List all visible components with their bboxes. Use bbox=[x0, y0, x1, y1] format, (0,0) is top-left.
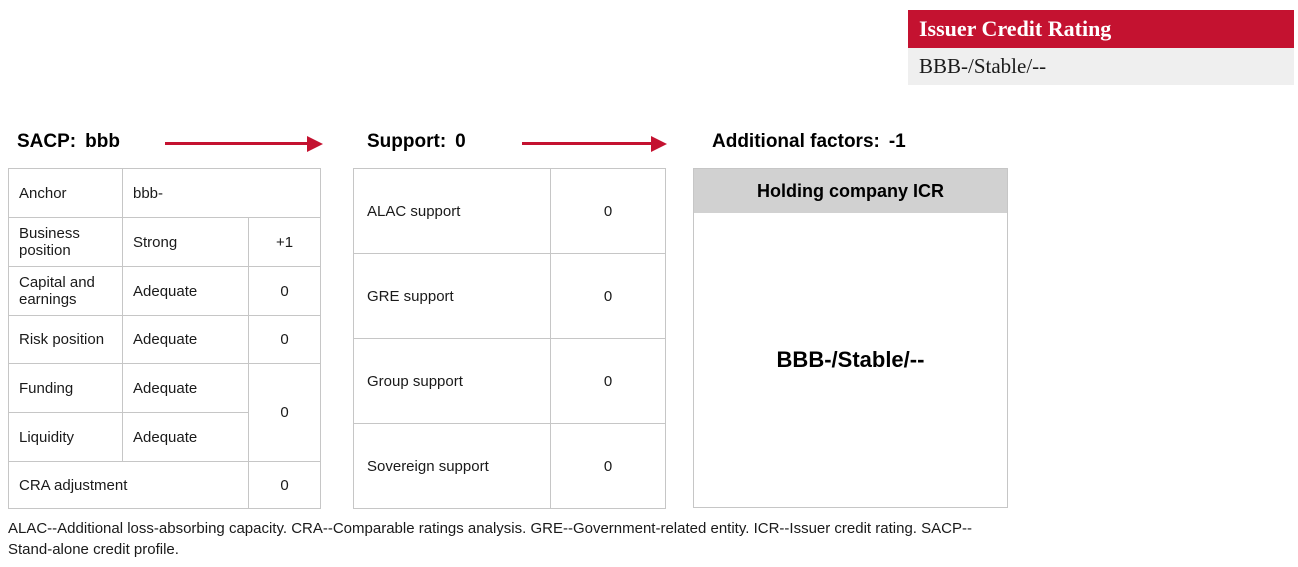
funding-label: Funding bbox=[8, 363, 123, 413]
support-value: 0 bbox=[455, 131, 466, 152]
support-label: Support: bbox=[367, 131, 447, 152]
anchor-label: Anchor bbox=[8, 168, 123, 218]
additional-factors-value: -1 bbox=[888, 131, 906, 152]
liquidity-value: Adequate bbox=[122, 412, 249, 462]
sovereign-support-score: 0 bbox=[550, 423, 666, 509]
footnote: ALAC--Additional loss-absorbing capacity… bbox=[8, 520, 972, 558]
arrow-head bbox=[651, 135, 667, 152]
table-row: Sovereign support 0 bbox=[353, 423, 666, 509]
support-section-header: Support: 0 bbox=[367, 131, 466, 153]
risk-position-score: 0 bbox=[248, 315, 321, 364]
gre-support-label: GRE support bbox=[353, 253, 551, 339]
capital-earnings-score: 0 bbox=[248, 266, 321, 316]
group-support-score: 0 bbox=[550, 338, 666, 424]
table-row: GRE support 0 bbox=[353, 253, 666, 339]
sacp-section-header: SACP: bbb bbox=[17, 131, 120, 153]
table-row: Risk position Adequate 0 bbox=[8, 315, 321, 364]
table-row: Capital and earnings Adequate 0 bbox=[8, 266, 321, 316]
table-row: Liquidity Adequate bbox=[8, 412, 321, 462]
holding-company-icr-box: Holding company ICR BBB-/Stable/-- bbox=[693, 168, 1008, 508]
sacp-value: bbb bbox=[85, 131, 120, 152]
gre-support-score: 0 bbox=[550, 253, 666, 339]
risk-position-label: Risk position bbox=[8, 315, 123, 364]
arrow-shaft bbox=[165, 142, 307, 145]
issuer-credit-rating-title: Issuer Credit Rating bbox=[908, 10, 1294, 48]
business-position-value: Strong bbox=[122, 217, 249, 267]
funding-liquidity-score: 0 bbox=[248, 363, 321, 462]
liquidity-label: Liquidity bbox=[8, 412, 123, 462]
issuer-credit-rating-value: BBB-/Stable/-- bbox=[908, 48, 1294, 85]
table-row: Group support 0 bbox=[353, 338, 666, 424]
sacp-to-support-arrow-icon bbox=[165, 135, 323, 152]
holding-company-icr-header: Holding company ICR bbox=[694, 169, 1007, 213]
sacp-label: SACP: bbox=[17, 131, 77, 152]
table-row: CRA adjustment 0 bbox=[8, 461, 321, 509]
business-position-label: Business position bbox=[8, 217, 123, 267]
table-row: Business position Strong +1 bbox=[8, 217, 321, 267]
holding-company-icr-rating: BBB-/Stable/-- bbox=[776, 347, 925, 372]
cra-adjustment-score: 0 bbox=[248, 461, 321, 509]
issuer-credit-rating-panel: Issuer Credit Rating BBB-/Stable/-- bbox=[908, 10, 1294, 85]
additional-factors-label: Additional factors: bbox=[712, 131, 880, 152]
capital-earnings-value: Adequate bbox=[122, 266, 249, 316]
sovereign-support-label: Sovereign support bbox=[353, 423, 551, 509]
cra-adjustment-label: CRA adjustment bbox=[8, 461, 249, 509]
sacp-table: Anchor bbb- Business position Strong +1 … bbox=[8, 168, 321, 509]
funding-value: Adequate bbox=[122, 363, 249, 413]
alac-support-label: ALAC support bbox=[353, 168, 551, 254]
arrow-head bbox=[307, 135, 323, 152]
support-table: ALAC support 0 GRE support 0 Group suppo… bbox=[353, 168, 666, 509]
group-support-label: Group support bbox=[353, 338, 551, 424]
alac-support-score: 0 bbox=[550, 168, 666, 254]
anchor-value: bbb- bbox=[122, 168, 321, 218]
business-position-score: +1 bbox=[248, 217, 321, 267]
support-to-additional-arrow-icon bbox=[522, 135, 667, 152]
capital-earnings-label: Capital and earnings bbox=[8, 266, 123, 316]
arrow-shaft bbox=[522, 142, 651, 145]
table-row: Anchor bbb- bbox=[8, 168, 321, 218]
additional-factors-section-header: Additional factors: -1 bbox=[712, 131, 906, 153]
risk-position-value: Adequate bbox=[122, 315, 249, 364]
table-row: ALAC support 0 bbox=[353, 168, 666, 254]
table-row: Funding Adequate 0 bbox=[8, 363, 321, 462]
